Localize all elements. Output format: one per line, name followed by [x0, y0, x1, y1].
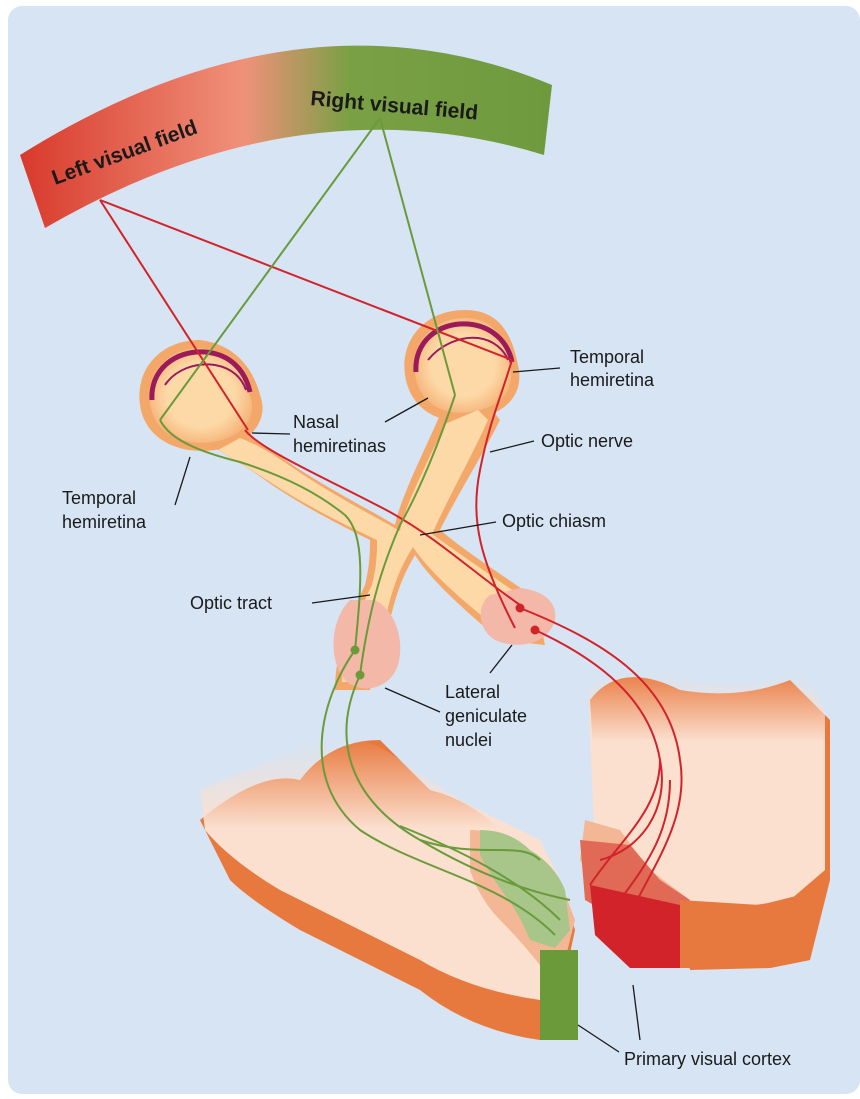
right-cortex [580, 670, 830, 970]
lgn-label-2: geniculate [445, 706, 527, 726]
temporal-hemiretina-right-label-2: hemiretina [570, 370, 655, 390]
temporal-hemiretina-left-label-2: hemiretina [62, 512, 147, 532]
lgn-label-1: Lateral [445, 682, 500, 702]
temporal-hemiretina-right-label-1: Temporal [570, 347, 644, 367]
nasal-hemiretinas-label-2: hemiretinas [293, 436, 386, 456]
optic-nerve-label: Optic nerve [541, 431, 633, 451]
left-primary-visual-cortex [540, 950, 578, 1040]
optic-tract-label: Optic tract [190, 593, 272, 613]
optic-chiasm-label: Optic chiasm [502, 511, 606, 531]
right-lgn [481, 588, 556, 645]
primary-visual-cortex-label: Primary visual cortex [624, 1049, 791, 1069]
temporal-hemiretina-left-label-1: Temporal [62, 488, 136, 508]
lgn-label-3: nuclei [445, 730, 492, 750]
nasal-hemiretinas-label-1: Nasal [293, 412, 339, 432]
